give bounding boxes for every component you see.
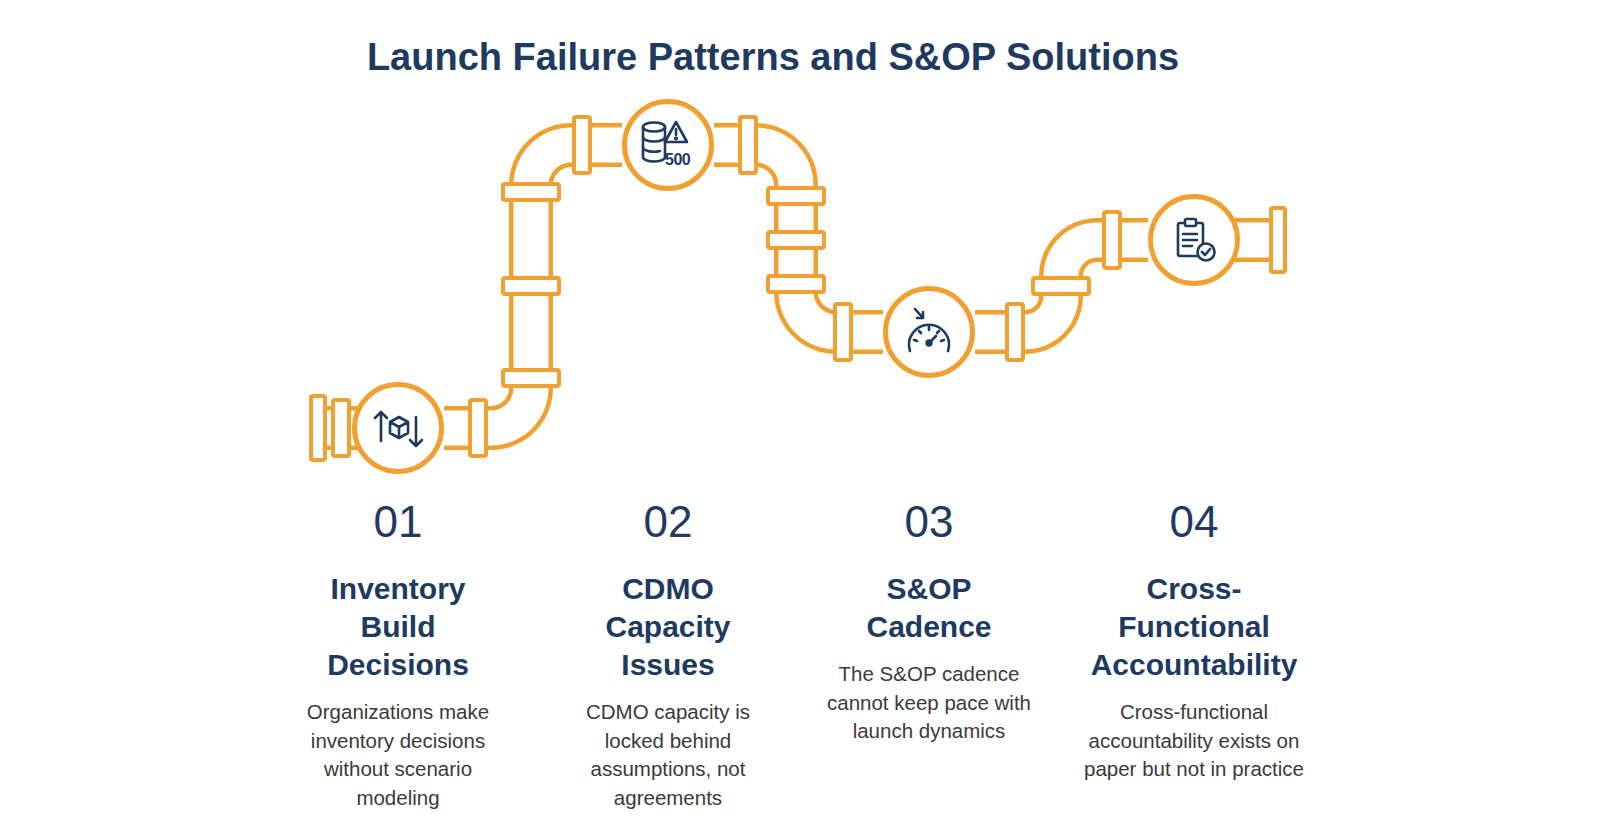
pipe-coupling <box>768 232 824 248</box>
pipe-coupling <box>503 184 559 200</box>
database-body <box>643 127 665 162</box>
gauge-needle <box>929 336 936 343</box>
check-circle <box>1198 244 1215 261</box>
pipe-coupling <box>768 276 824 292</box>
pipe-coupling <box>503 370 559 386</box>
pipe-coupling <box>470 400 486 456</box>
step-circle: 04Cross-Functional AccountabilityCross-f… <box>1148 194 1240 286</box>
gauge-icon <box>909 309 949 351</box>
box-symbol <box>390 417 408 438</box>
circle-shape <box>625 102 712 189</box>
pipe-coupling <box>1033 278 1089 294</box>
pipe-coupling <box>768 188 824 204</box>
pipe-outline <box>975 240 1148 332</box>
connector-layer <box>444 145 1148 428</box>
pipe-coupling <box>333 400 349 456</box>
up-arrow <box>375 412 387 441</box>
pipe-coupling <box>574 117 590 173</box>
clipboard-clip <box>1185 219 1196 226</box>
step-number: 03 <box>809 500 1049 544</box>
database-top <box>643 123 665 132</box>
step-number: 04 <box>1074 500 1314 544</box>
step-description: Organizations make inventory decisions w… <box>286 698 511 812</box>
database-rings <box>643 137 665 152</box>
step-text-column: 01Inventory Build DecisionsOrganizations… <box>278 500 518 812</box>
step-circle: 01Inventory Build DecisionsOrganizations… <box>352 382 444 474</box>
clipboard-board <box>1178 223 1203 256</box>
step-description: Cross-functional accountability exists o… <box>1082 698 1307 784</box>
pipe-coupling <box>740 117 756 173</box>
step-text-column: 02CDMO Capacity IssuesCDMO capacity is l… <box>548 500 788 812</box>
step-heading: Cross-Functional Accountability <box>1088 570 1300 684</box>
step-description: CDMO capacity is locked behind assumptio… <box>556 698 781 812</box>
step-circle: 02CDMO Capacity IssuesCDMO capacity is l… <box>622 99 714 191</box>
step-description: The S&OP cadence cannot keep pace with l… <box>817 660 1042 746</box>
pipe-connector <box>444 145 622 428</box>
warning-dot <box>675 138 677 140</box>
diagram-title: Launch Failure Patterns and S&OP Solutio… <box>223 33 1323 81</box>
circle-shape <box>1151 197 1238 284</box>
gauge-ticks <box>914 327 944 341</box>
clipboard-check-icon <box>1178 219 1215 261</box>
step-heading: CDMO Capacity Issues <box>562 570 774 684</box>
step-heading: S&OP Cadence <box>823 570 1035 646</box>
pipe-connector <box>975 240 1148 332</box>
check-mark <box>1202 249 1210 255</box>
flange-layer <box>311 117 1285 460</box>
icon-number: 500 <box>665 151 690 169</box>
circle-shape <box>886 289 973 376</box>
step-heading: Inventory Build Decisions <box>292 570 504 684</box>
circle-shape <box>355 385 442 472</box>
pipe-coupling <box>1007 304 1023 360</box>
pipe-coupling <box>1104 212 1120 268</box>
pipe-outline <box>444 145 622 428</box>
pipe-coupling <box>835 304 851 360</box>
step-text-column: 04Cross-Functional AccountabilityCross-f… <box>1074 500 1314 784</box>
step-text-column: 03S&OP CadenceThe S&OP cadence cannot ke… <box>809 500 1049 746</box>
circle-outline <box>622 99 714 191</box>
step-number: 02 <box>548 500 788 544</box>
pipe-coupling <box>503 278 559 294</box>
warning-triangle <box>665 122 687 142</box>
gauge-hub <box>927 341 932 346</box>
gauge-dial <box>909 325 949 351</box>
pipe-inner <box>975 240 1148 332</box>
pipe-inner <box>444 145 622 428</box>
warning-mark <box>675 129 678 135</box>
inventory-icon <box>375 412 422 446</box>
circle-outline <box>1148 194 1240 286</box>
pipe-end-cap <box>1271 208 1285 272</box>
gauge-arrow <box>915 309 923 318</box>
step-circle: 03S&OP CadenceThe S&OP cadence cannot ke… <box>883 286 975 378</box>
clipboard-lines <box>1183 234 1197 246</box>
circle-outline <box>352 382 444 474</box>
step-number: 01 <box>278 500 518 544</box>
down-arrow <box>410 417 422 446</box>
pipe-end-cap <box>311 396 325 460</box>
circle-outline <box>883 286 975 378</box>
